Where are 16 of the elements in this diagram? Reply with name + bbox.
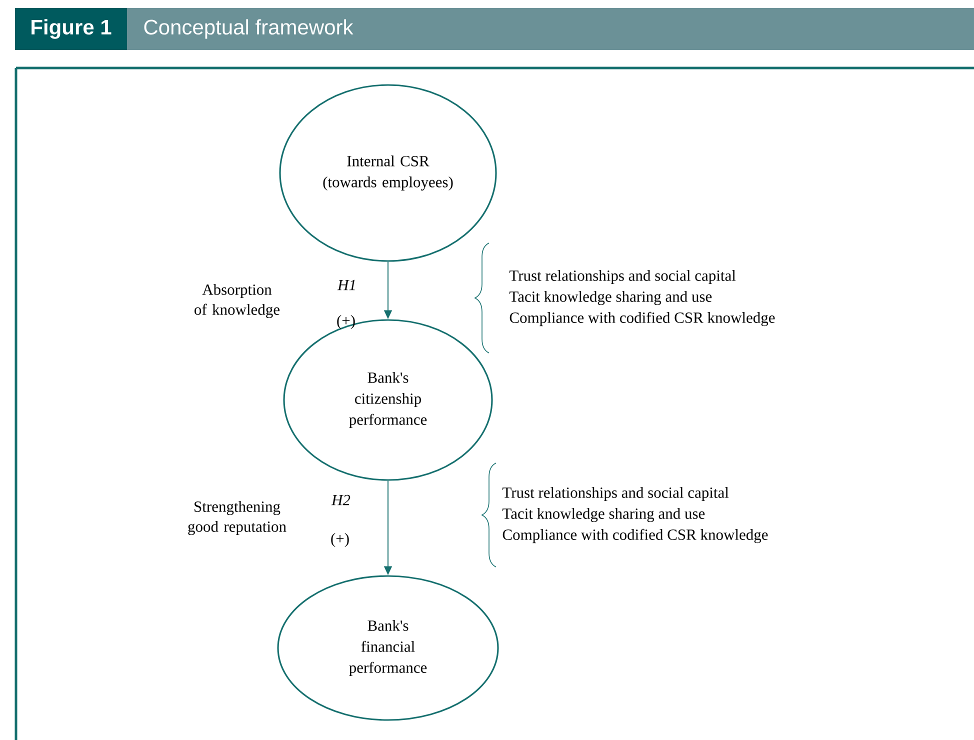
figure-title: Conceptual framework [144,19,354,39]
mechanism-item: Tacit knowledge sharing and use [502,508,705,522]
mechanism-item: Compliance with codified CSR knowledge [510,312,775,326]
sign-label: (+) [337,314,355,330]
mechanism-item: Compliance with codified CSR knowledge [502,528,768,544]
ellipse-node: Bank's financial performance [277,575,499,721]
ellipse-node: Internal CSR (towards employees) [279,84,497,262]
mechanism-item: Tacit knowledge sharing and use [510,290,712,306]
path-label: Absorption of knowledge [194,284,280,318]
sign-label: (+) [331,532,349,548]
figure-label: Figure 1 [15,8,127,50]
hypothesis-label: H2 [331,494,350,506]
hypothesis-label: H1 [337,280,355,290]
mechanism-item: Trust relationships and social capital [510,270,736,284]
path-label: Strengthening good reputation [188,500,286,536]
mechanism-item: Trust relationships and social capital [502,486,729,502]
